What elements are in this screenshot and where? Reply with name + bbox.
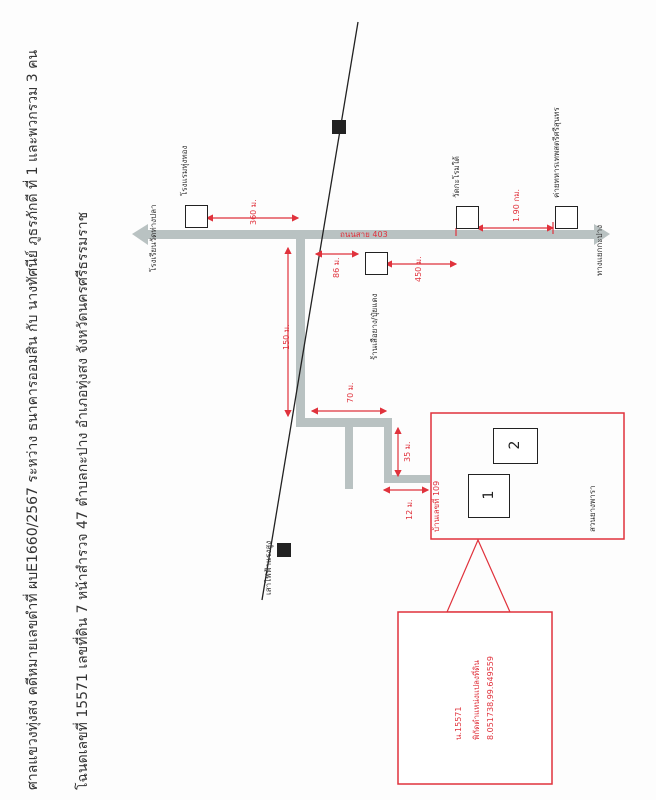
callout-pointer [446, 538, 511, 613]
landmark-temple-square [456, 206, 479, 229]
building-2-label: 2 [507, 440, 523, 450]
landmark-camp-square [555, 206, 578, 229]
callout-coord-title: พิกัดตำแหน่งแปลงที่ดิน [472, 660, 481, 740]
dist-190: 1.90 กม. [512, 188, 521, 222]
power-pole-bottom [277, 543, 291, 557]
dist-360: 360 ม. [249, 199, 258, 225]
label-shop: ร้านเสือยาง/ปุ๋ยแดง [370, 293, 379, 360]
label-pole: เสาไฟฟ้าแรงสูง [264, 540, 273, 595]
dist-35: 35 ม. [403, 441, 412, 462]
label-to-left: โรงเรียนวัดท่างปลา [149, 204, 158, 272]
label-temple: วัดกะโรมใต้ [452, 156, 461, 198]
landmark-shop-square [365, 252, 388, 275]
road-403 [132, 224, 610, 245]
dimension-lines [205, 214, 555, 494]
label-hotel: โรงแรมทุ่งทอง [180, 145, 189, 196]
road-ticks [455, 222, 554, 236]
building-1: 1 [468, 474, 510, 518]
dist-12: 12 ม. [405, 499, 414, 520]
power-pole-top [332, 120, 346, 134]
plot-boundary [430, 412, 625, 540]
access-road [296, 239, 430, 489]
label-road-403: ถนนสาย 403 [340, 230, 388, 239]
building-2: 2 [493, 428, 538, 464]
landmark-hotel-square [185, 205, 208, 228]
callout-deed: น.15571 [454, 706, 463, 740]
power-line [261, 21, 359, 601]
label-camp: ค่ายทหารเทพสตรีศรีสุนทร [552, 107, 561, 198]
label-house-no: บ้านเลขที่ 109 [432, 480, 441, 532]
label-garden: สวนยางพารา [588, 485, 597, 532]
dist-450: 450 ม. [414, 256, 423, 282]
callout-box [397, 611, 553, 785]
dist-70: 70 ม. [346, 382, 355, 403]
dist-86: 86 ม. [332, 257, 341, 278]
label-to-right: ทางแยกกะปาง [595, 225, 604, 276]
dist-150: 150 ม. [282, 324, 291, 350]
callout-coords: 8.051738,99.649559 [486, 656, 495, 740]
building-1-label: 1 [481, 490, 497, 500]
